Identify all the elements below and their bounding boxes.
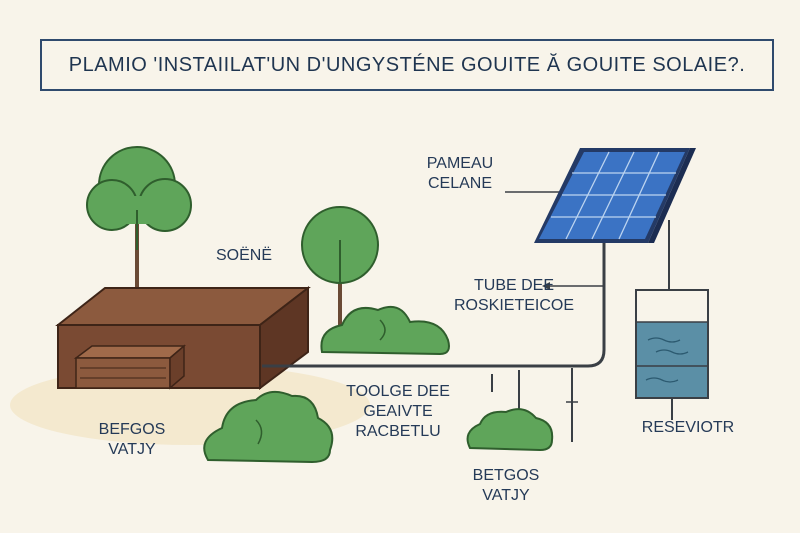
title-box: PLAMIO 'INSTAIILAT'UN D'UNGYSTÉNE GOUITE… — [40, 39, 774, 91]
label-begos-right: BETGOS VATJY — [454, 466, 558, 506]
label-tool-line3: RACBETLU — [355, 423, 441, 440]
label-reservoir: RESEVIOTR — [641, 419, 735, 436]
label-begos-right-line1: BETGOS — [472, 467, 540, 484]
label-tube-line1: TUBE DEE — [473, 277, 554, 294]
label-tool: TOOLGE DEE GEAIVTE RACBETLU — [330, 382, 466, 442]
tree-middle-icon — [301, 206, 379, 330]
label-sol: SOËNË — [215, 247, 272, 264]
label-panel-line1: PAMEAU — [426, 155, 494, 172]
label-begos-left: BEFGOS VATJY — [82, 420, 182, 460]
diagram-title: PLAMIO 'INSTAIILAT'UN D'UNGYSTÉNE GOUITE… — [68, 53, 746, 76]
water-tank-icon — [635, 289, 709, 420]
tree-left-icon — [86, 146, 192, 292]
shrub-middle-icon — [320, 306, 450, 356]
raised-bed-icon — [55, 285, 311, 390]
label-tube-line2: ROSKIETEICOE — [453, 297, 575, 314]
irrigation-pipe — [262, 238, 606, 368]
label-panel-line2: CELANE — [427, 175, 493, 192]
label-tube: TUBE DEE ROSKIETEICOE — [444, 276, 584, 316]
shrub-bottom-right-icon — [466, 408, 554, 452]
label-tool-line1: TOOLGE DEE — [346, 383, 450, 400]
label-tool-line2: GEAIVTE — [363, 403, 433, 420]
label-panel: PAMEAU CELANE — [412, 154, 508, 194]
tube-arrowhead — [542, 282, 550, 290]
label-begos-left-line1: BEFGOS — [98, 421, 166, 438]
label-begos-left-line2: VATJY — [108, 441, 156, 458]
solar-panel-icon — [534, 148, 696, 243]
label-begos-right-line2: VATJY — [482, 487, 530, 504]
shrub-bottom-middle-icon — [203, 390, 334, 464]
